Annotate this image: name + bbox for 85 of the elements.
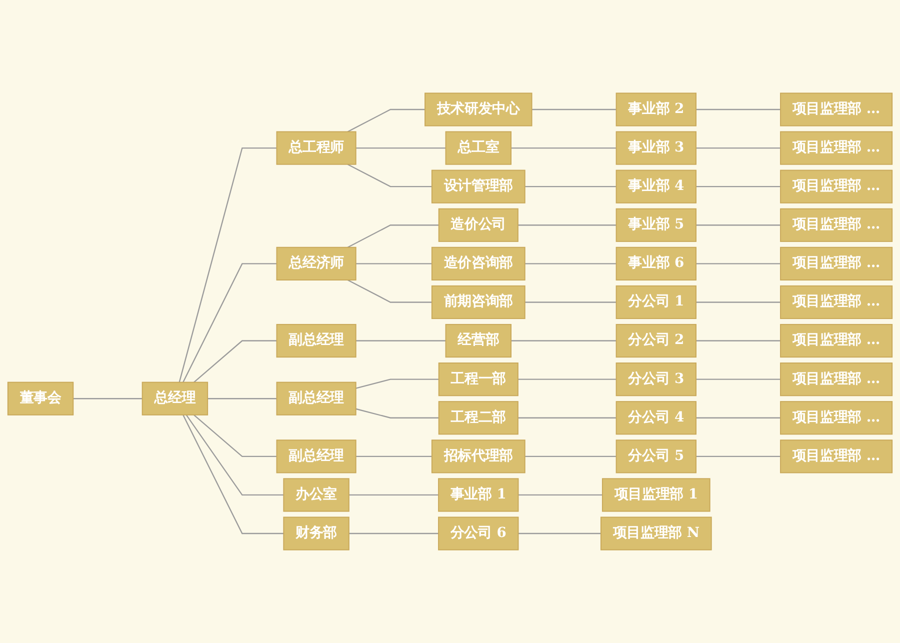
connector xyxy=(347,164,432,188)
node-box: 分公司 6 xyxy=(438,516,519,550)
connector xyxy=(511,147,616,149)
connector xyxy=(348,532,439,534)
node-box: 项目监理部 … xyxy=(780,401,893,435)
connector xyxy=(182,414,284,534)
node-box: 项目监理部 … xyxy=(780,440,893,474)
connector xyxy=(696,263,781,264)
connector xyxy=(194,414,277,458)
connector xyxy=(696,147,781,149)
node-box: 前期咨询部 xyxy=(431,285,526,320)
connector xyxy=(696,224,781,226)
node-box: 项目监理部 … xyxy=(780,170,893,204)
connector xyxy=(524,302,616,303)
node-box: 招标代理部 xyxy=(431,440,526,474)
node-box: 事业部 5 xyxy=(616,208,696,242)
connector xyxy=(518,378,616,380)
connector xyxy=(194,340,277,383)
connector xyxy=(518,494,602,496)
node-box: 设计管理部 xyxy=(431,170,526,204)
node-box: 总经理 xyxy=(142,382,208,416)
node-box: 总工程师 xyxy=(276,131,356,165)
connector xyxy=(518,224,616,226)
node-box: 事业部 2 xyxy=(616,92,696,126)
connector xyxy=(356,340,446,342)
connector xyxy=(696,186,781,188)
connector xyxy=(347,108,426,132)
connector xyxy=(696,302,781,303)
node-box: 分公司 1 xyxy=(616,285,696,320)
node-box: 副总经理 xyxy=(276,382,356,416)
node-box: 项目监理部 … xyxy=(780,92,893,126)
node-box: 分公司 3 xyxy=(616,362,696,396)
node-box: 项目监理部 1 xyxy=(602,478,710,512)
node-box: 技术研发中心 xyxy=(424,92,532,126)
node-box: 项目监理部 … xyxy=(780,362,893,396)
node-box: 造价咨询部 xyxy=(431,246,526,280)
connector xyxy=(178,147,277,382)
node-box: 分公司 5 xyxy=(616,440,696,474)
connector xyxy=(696,378,781,380)
connector xyxy=(347,279,432,303)
connector xyxy=(696,340,781,342)
connector xyxy=(182,263,277,383)
node-box: 副总经理 xyxy=(276,324,356,358)
node-box: 分公司 2 xyxy=(616,324,696,358)
connector xyxy=(518,417,616,418)
node-box: 事业部 1 xyxy=(438,478,519,512)
connector xyxy=(356,263,432,264)
node-box: 事业部 4 xyxy=(616,170,696,204)
node-box: 项目监理部 N xyxy=(600,516,712,550)
connector xyxy=(696,417,781,418)
connector xyxy=(348,494,439,496)
connector xyxy=(524,263,616,264)
node-box: 董事会 xyxy=(7,382,74,416)
node-box: 项目监理部 … xyxy=(780,285,893,320)
node-box: 副总经理 xyxy=(276,440,356,474)
connector xyxy=(518,532,601,534)
connector xyxy=(524,456,616,458)
connector xyxy=(532,108,616,110)
connector xyxy=(524,186,616,188)
connector xyxy=(356,408,439,418)
node-box: 事业部 6 xyxy=(616,246,696,280)
node-box: 项目监理部 … xyxy=(780,131,893,165)
node-box: 造价公司 xyxy=(438,208,518,242)
node-box: 工程二部 xyxy=(438,401,518,435)
node-box: 分公司 4 xyxy=(616,401,696,435)
connector xyxy=(73,398,142,400)
connector xyxy=(356,456,432,458)
node-box: 总工室 xyxy=(445,131,512,165)
node-box: 办公室 xyxy=(283,478,350,512)
node-box: 财务部 xyxy=(283,516,350,550)
node-box: 总经济师 xyxy=(276,246,356,280)
node-box: 项目监理部 … xyxy=(780,324,893,358)
node-box: 项目监理部 … xyxy=(780,208,893,242)
node-box: 项目监理部 … xyxy=(780,246,893,280)
connector xyxy=(356,378,439,389)
connector xyxy=(356,147,446,149)
node-box: 工程一部 xyxy=(438,362,518,396)
connector xyxy=(696,108,781,110)
connector xyxy=(208,398,277,400)
connector xyxy=(511,340,616,342)
connector xyxy=(347,224,439,248)
connector xyxy=(186,414,284,496)
node-box: 经营部 xyxy=(445,324,512,358)
node-box: 事业部 3 xyxy=(616,131,696,165)
connector xyxy=(696,456,781,458)
